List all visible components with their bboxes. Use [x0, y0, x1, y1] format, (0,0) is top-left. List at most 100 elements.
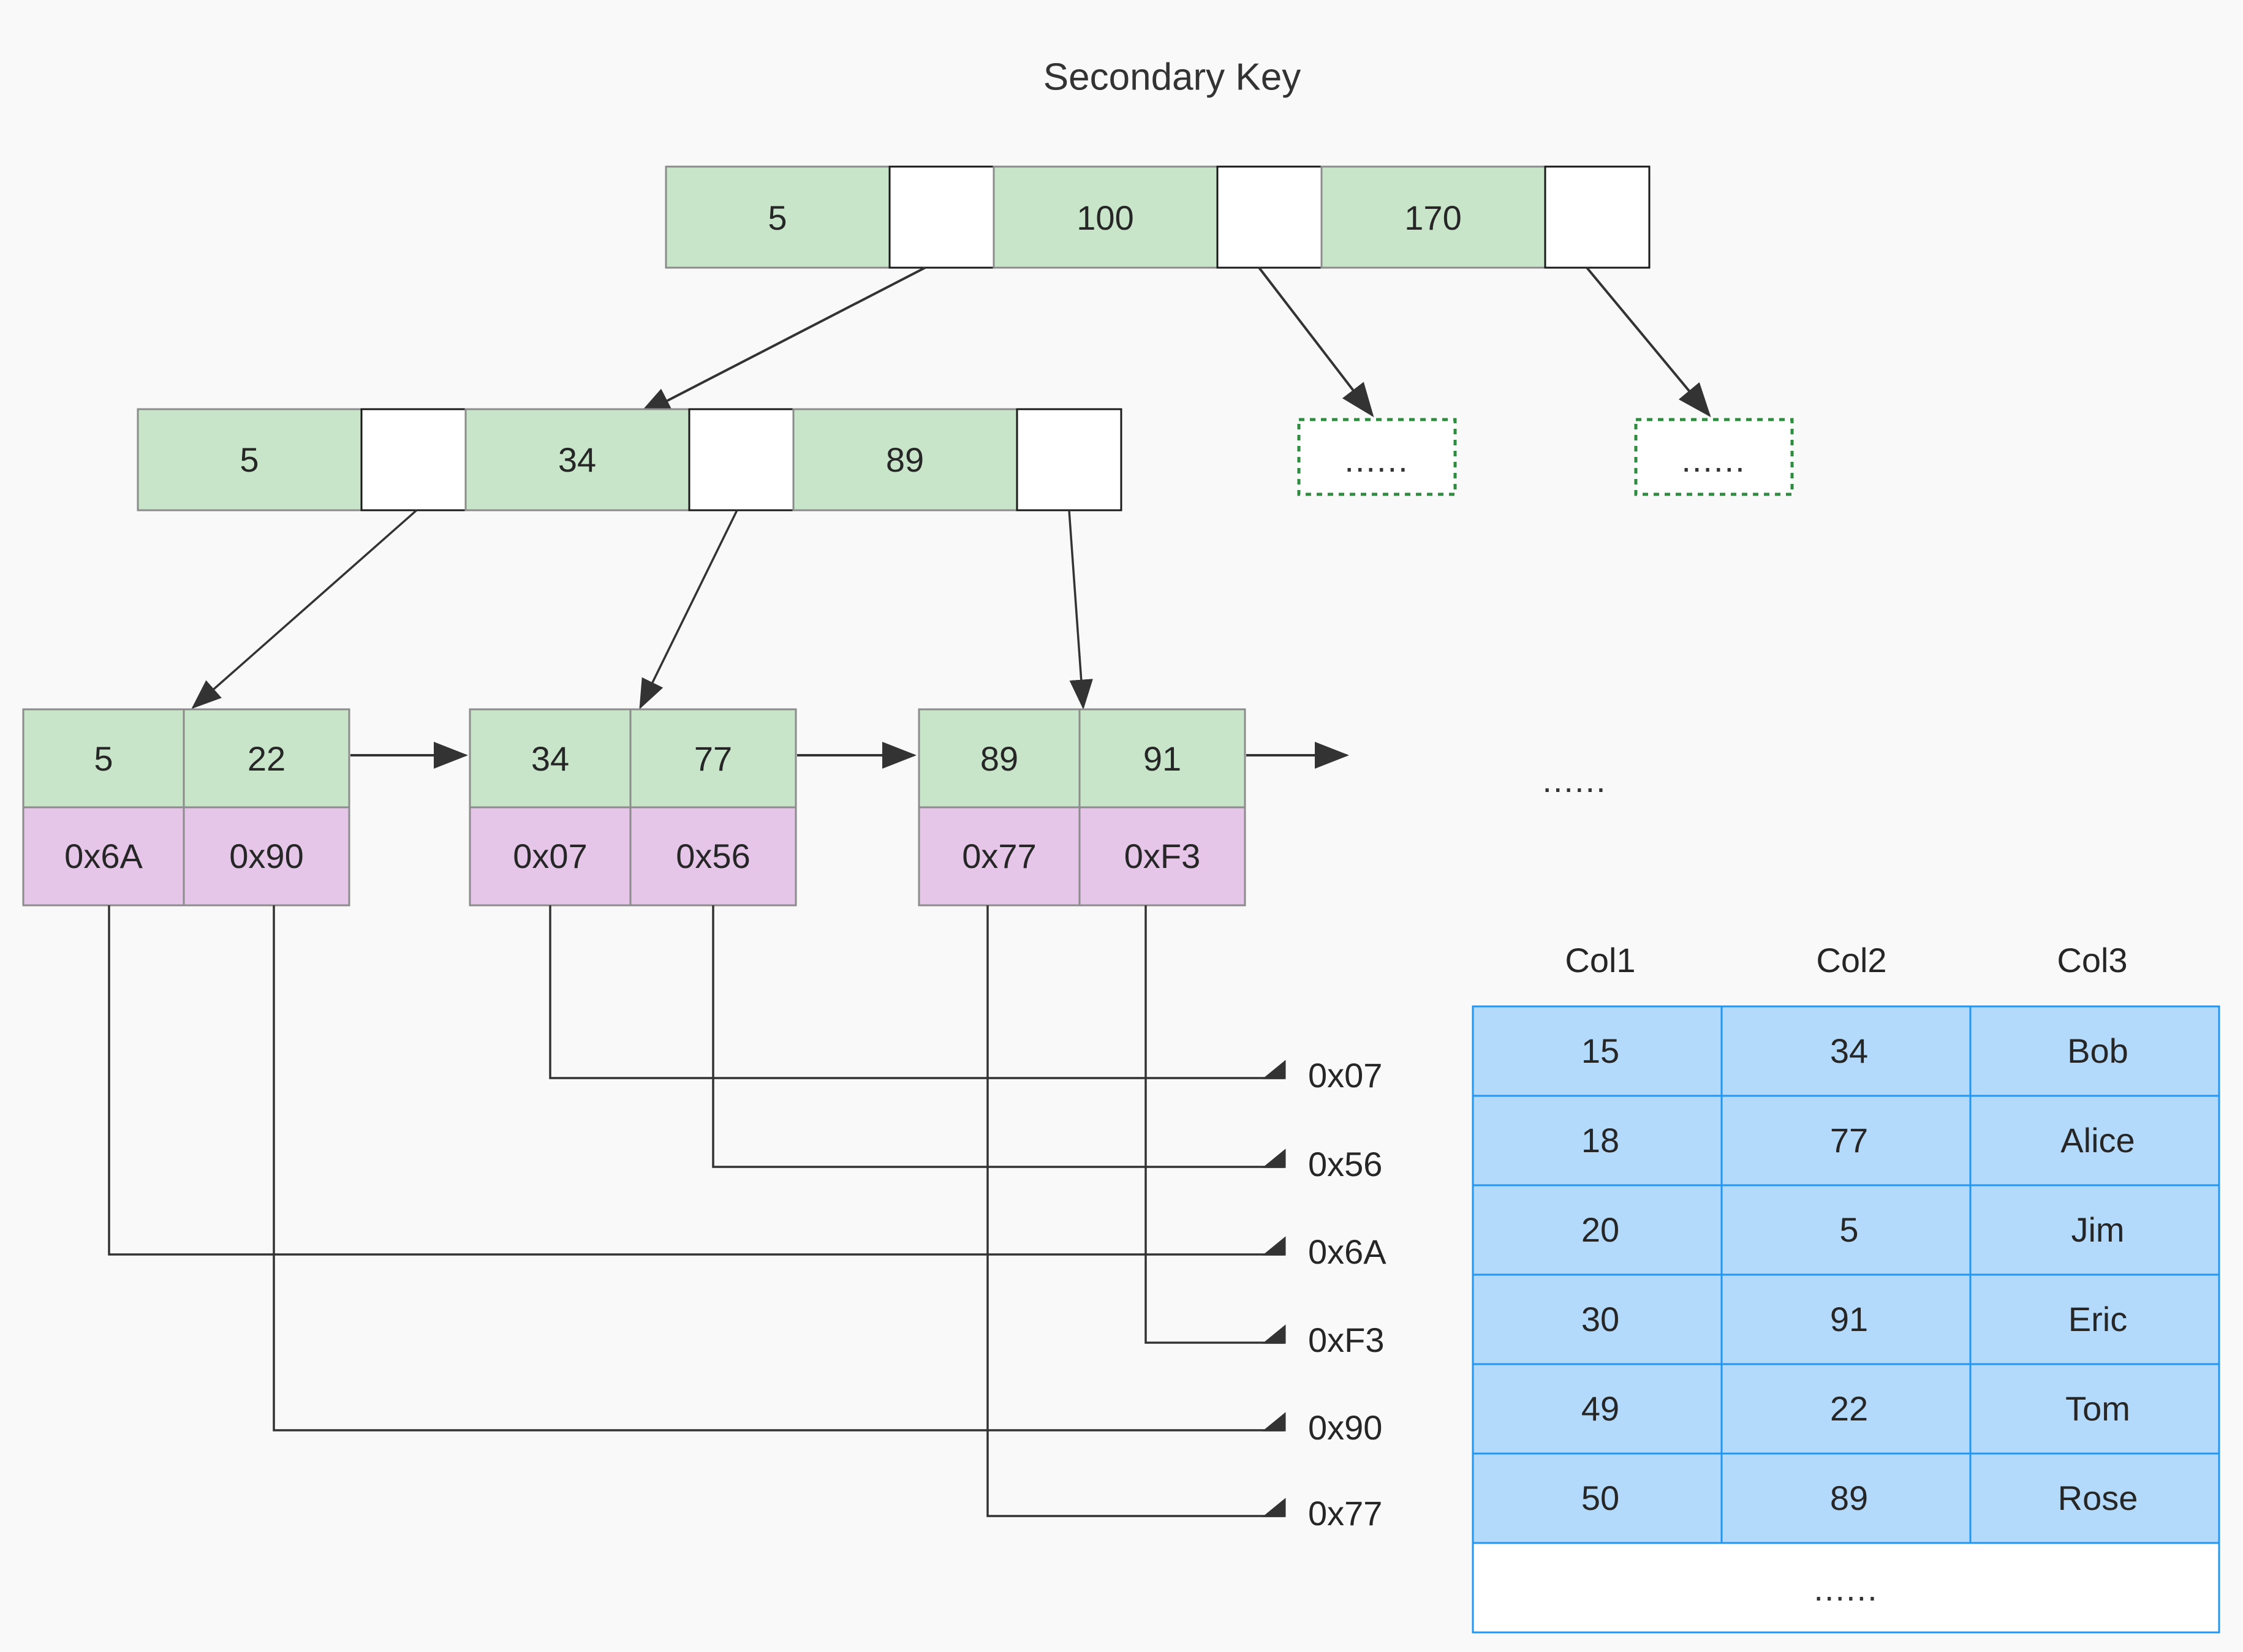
data-table: Col1 Col2 Col3 15 34 Bob 18 77 Alice 20 … — [1472, 941, 2220, 1634]
leaf-2-addr-1-label: 0x56 — [676, 837, 750, 875]
table-cell-r4c1 — [1720, 1363, 1972, 1455]
root-cell-key-2-label: 170 — [1404, 198, 1461, 237]
leaf-1-addr-1 — [183, 806, 350, 907]
table-cell-r0c0-label: 15 — [1581, 1032, 1619, 1070]
table-cell-r3c1-label: 91 — [1830, 1300, 1868, 1338]
table-cell-r0c0 — [1472, 1005, 1723, 1097]
root-cell-key-0 — [665, 165, 891, 269]
placeholder-1-box — [1297, 418, 1457, 496]
leaf-2-key-1 — [629, 708, 797, 809]
leaf-node-3: 89 91 0x77 0xF3 — [918, 708, 1246, 907]
table-cell-r5c0 — [1472, 1452, 1723, 1544]
address-label-0x90: 0x90 — [1308, 1408, 1382, 1447]
table-cell-r3c1 — [1720, 1273, 1972, 1365]
internal-cell-key-2-label: 89 — [886, 440, 924, 479]
table-cell-r5c1-label: 89 — [1830, 1479, 1868, 1517]
table-cell-r1c1-label: 77 — [1830, 1121, 1868, 1160]
table-cell-r4c2-label: Tom — [2065, 1389, 2130, 1428]
route-0x07 — [549, 905, 1286, 1079]
table-cell-r4c2 — [1969, 1363, 2220, 1455]
address-label-0x07: 0x07 — [1308, 1056, 1382, 1095]
table-header-col3: Col3 — [2057, 941, 2127, 979]
route-0xF3 — [1144, 905, 1286, 1344]
placeholder-node-1: ...... — [1297, 418, 1457, 496]
internal-cell-pointer-0 — [360, 408, 467, 511]
edge-root-to-placeholder-1 — [1258, 266, 1374, 418]
placeholder-1-label: ...... — [1344, 440, 1409, 479]
leaf-1-addr-0-label: 0x6A — [64, 837, 143, 875]
table-cell-r0c2-label: Bob — [2067, 1032, 2128, 1070]
leaf-chain-ellipsis: ...... — [1542, 761, 1606, 799]
table-footer-row: ...... — [1472, 1542, 2220, 1634]
leaf-2-addr-1 — [629, 806, 797, 907]
table-row: 49 22 Tom — [1472, 1363, 2220, 1455]
leaf-3-key-0 — [918, 708, 1081, 809]
page-title: Secondary Key — [1043, 56, 1301, 98]
table-cell-r2c1-label: 5 — [1839, 1210, 1858, 1249]
leaf-1-addr-0 — [22, 806, 185, 907]
table-cell-r1c0-label: 18 — [1581, 1121, 1619, 1160]
table-row: 30 91 Eric — [1472, 1273, 2220, 1365]
internal-cell-key-0-label: 5 — [240, 440, 259, 479]
table-cell-r4c0 — [1472, 1363, 1723, 1455]
root-cell-key-1-label: 100 — [1076, 198, 1133, 237]
table-cell-r1c2 — [1969, 1095, 2220, 1186]
edge-root-to-placeholder-2 — [1586, 266, 1711, 418]
route-0x6A — [108, 905, 1286, 1256]
leaf-3-addr-0 — [918, 806, 1081, 907]
address-label-0x56: 0x56 — [1308, 1145, 1382, 1183]
placeholder-2-label: ...... — [1681, 440, 1746, 479]
root-node: 5 100 170 — [665, 165, 1651, 269]
leaf-node-1: 5 22 0x6A 0x90 — [22, 708, 350, 907]
table-cell-r2c0 — [1472, 1184, 1723, 1276]
internal-cell-key-1 — [464, 408, 690, 511]
table-cell-r3c2 — [1969, 1273, 2220, 1365]
root-cell-pointer-1 — [1216, 165, 1323, 269]
table-header-col1: Col1 — [1565, 941, 1635, 979]
placeholder-node-2: ...... — [1634, 418, 1794, 496]
placeholder-2-box — [1634, 418, 1794, 496]
leaf-2-key-0-label: 34 — [531, 739, 569, 778]
table-header-col2: Col2 — [1816, 941, 1886, 979]
leaf-1-key-1 — [183, 708, 350, 809]
table-cell-r5c2 — [1969, 1452, 2220, 1544]
leaf-1-addr-1-label: 0x90 — [229, 837, 303, 875]
root-cell-pointer-2 — [1544, 165, 1651, 269]
route-0x90 — [273, 905, 1286, 1431]
table-footer-ellipsis: ...... — [1814, 1569, 1878, 1608]
leaf-2-key-0 — [469, 708, 632, 809]
internal-cell-key-2 — [792, 408, 1018, 511]
root-cell-key-2 — [1320, 165, 1546, 269]
root-cell-pointer-0 — [888, 165, 995, 269]
leaf-3-addr-0-label: 0x77 — [962, 837, 1036, 875]
table-row: 15 34 Bob — [1472, 1005, 2220, 1097]
leaf-1-key-0-label: 5 — [94, 739, 113, 778]
table-cell-r4c1-label: 22 — [1830, 1389, 1868, 1428]
internal-cell-key-1-label: 34 — [558, 440, 596, 479]
table-cell-r1c1 — [1720, 1095, 1972, 1186]
leaf-1-key-0 — [22, 708, 185, 809]
table-row: 20 5 Jim — [1472, 1184, 2220, 1276]
table-cell-r3c0-label: 30 — [1581, 1300, 1619, 1338]
table-cell-r5c2-label: Rose — [2058, 1479, 2138, 1517]
route-0x77 — [986, 905, 1286, 1517]
root-cell-key-1 — [993, 165, 1219, 269]
edge-root-to-internal — [637, 266, 926, 417]
leaf-3-key-1 — [1078, 708, 1246, 809]
internal-cell-key-0 — [137, 408, 363, 511]
address-label-0x6A: 0x6A — [1308, 1232, 1386, 1271]
leaf-node-2: 34 77 0x07 0x56 — [469, 708, 797, 907]
table-cell-r5c0-label: 50 — [1581, 1479, 1619, 1517]
table-cell-r1c0 — [1472, 1095, 1723, 1186]
leaf-2-addr-0-label: 0x07 — [513, 837, 587, 875]
table-cell-r2c2-label: Jim — [2071, 1210, 2124, 1249]
leaf-3-addr-1 — [1078, 806, 1246, 907]
table-cell-r0c2 — [1969, 1005, 2220, 1097]
root-cell-key-0-label: 5 — [768, 198, 787, 237]
table-cell-r2c2 — [1969, 1184, 2220, 1276]
address-label-0x77: 0x77 — [1308, 1494, 1382, 1533]
table-cell-r0c1-label: 34 — [1830, 1032, 1868, 1070]
table-row: 50 89 Rose — [1472, 1452, 2220, 1544]
